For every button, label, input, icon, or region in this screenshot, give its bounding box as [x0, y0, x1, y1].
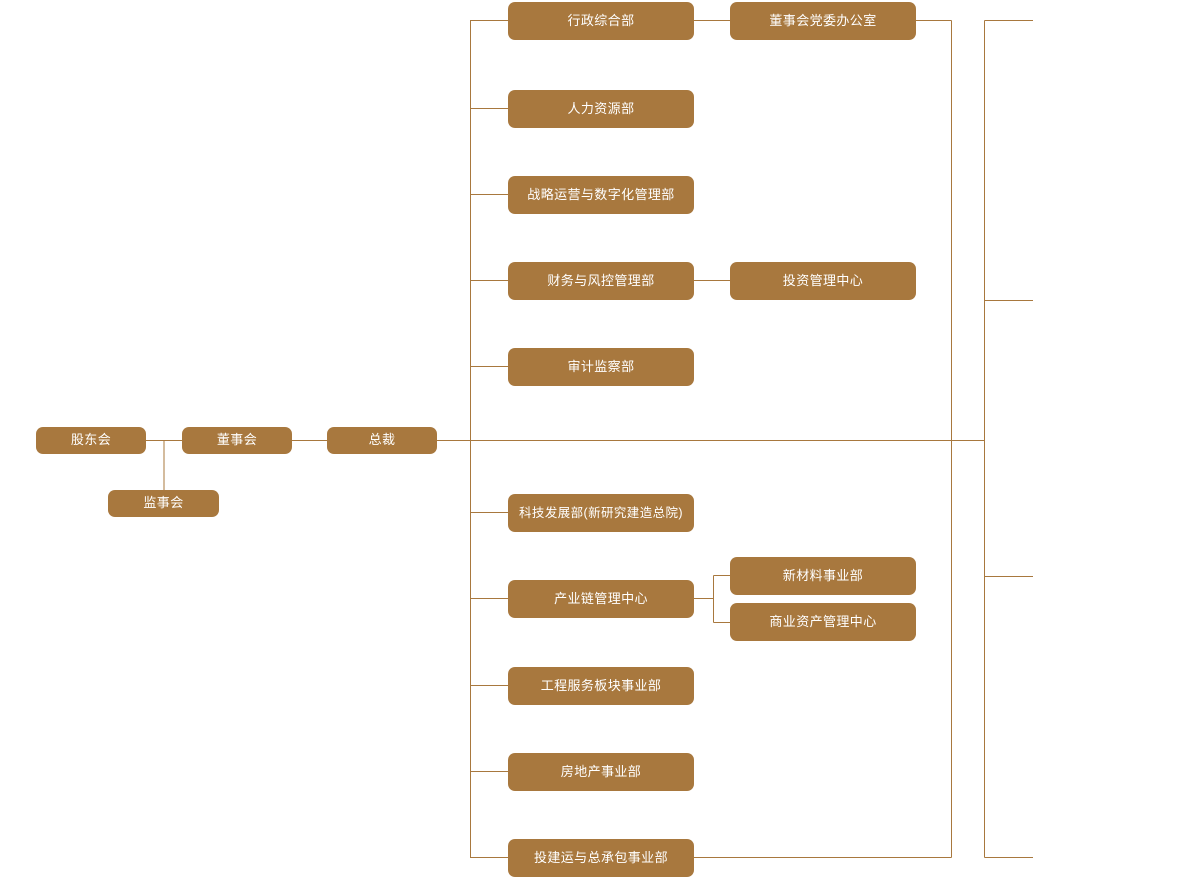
- node-commercial-asset-center[interactable]: 商业资产管理中心: [730, 603, 916, 641]
- node-investment-epc-division[interactable]: 投建运与总承包事业部: [508, 839, 694, 877]
- node-hr-department[interactable]: 人力资源部: [508, 90, 694, 128]
- node-shareholders[interactable]: 股东会: [36, 427, 146, 454]
- node-board-of-supervisors[interactable]: 监事会: [108, 490, 219, 517]
- node-new-materials-division[interactable]: 新材料事业部: [730, 557, 916, 595]
- node-board-of-directors[interactable]: 董事会: [182, 427, 292, 454]
- node-admin-department[interactable]: 行政综合部: [508, 2, 694, 40]
- node-finance-risk-department[interactable]: 财务与风控管理部: [508, 262, 694, 300]
- node-president[interactable]: 总裁: [327, 427, 437, 454]
- node-audit-department[interactable]: 审计监察部: [508, 348, 694, 386]
- node-strategy-digital-department[interactable]: 战略运营与数字化管理部: [508, 176, 694, 214]
- node-engineering-service-division[interactable]: 工程服务板块事业部: [508, 667, 694, 705]
- node-tech-development-department[interactable]: 科技发展部(新研究建造总院): [508, 494, 694, 532]
- node-board-party-office[interactable]: 董事会党委办公室: [730, 2, 916, 40]
- node-real-estate-division[interactable]: 房地产事业部: [508, 753, 694, 791]
- node-investment-management-center[interactable]: 投资管理中心: [730, 262, 916, 300]
- node-industry-chain-center[interactable]: 产业链管理中心: [508, 580, 694, 618]
